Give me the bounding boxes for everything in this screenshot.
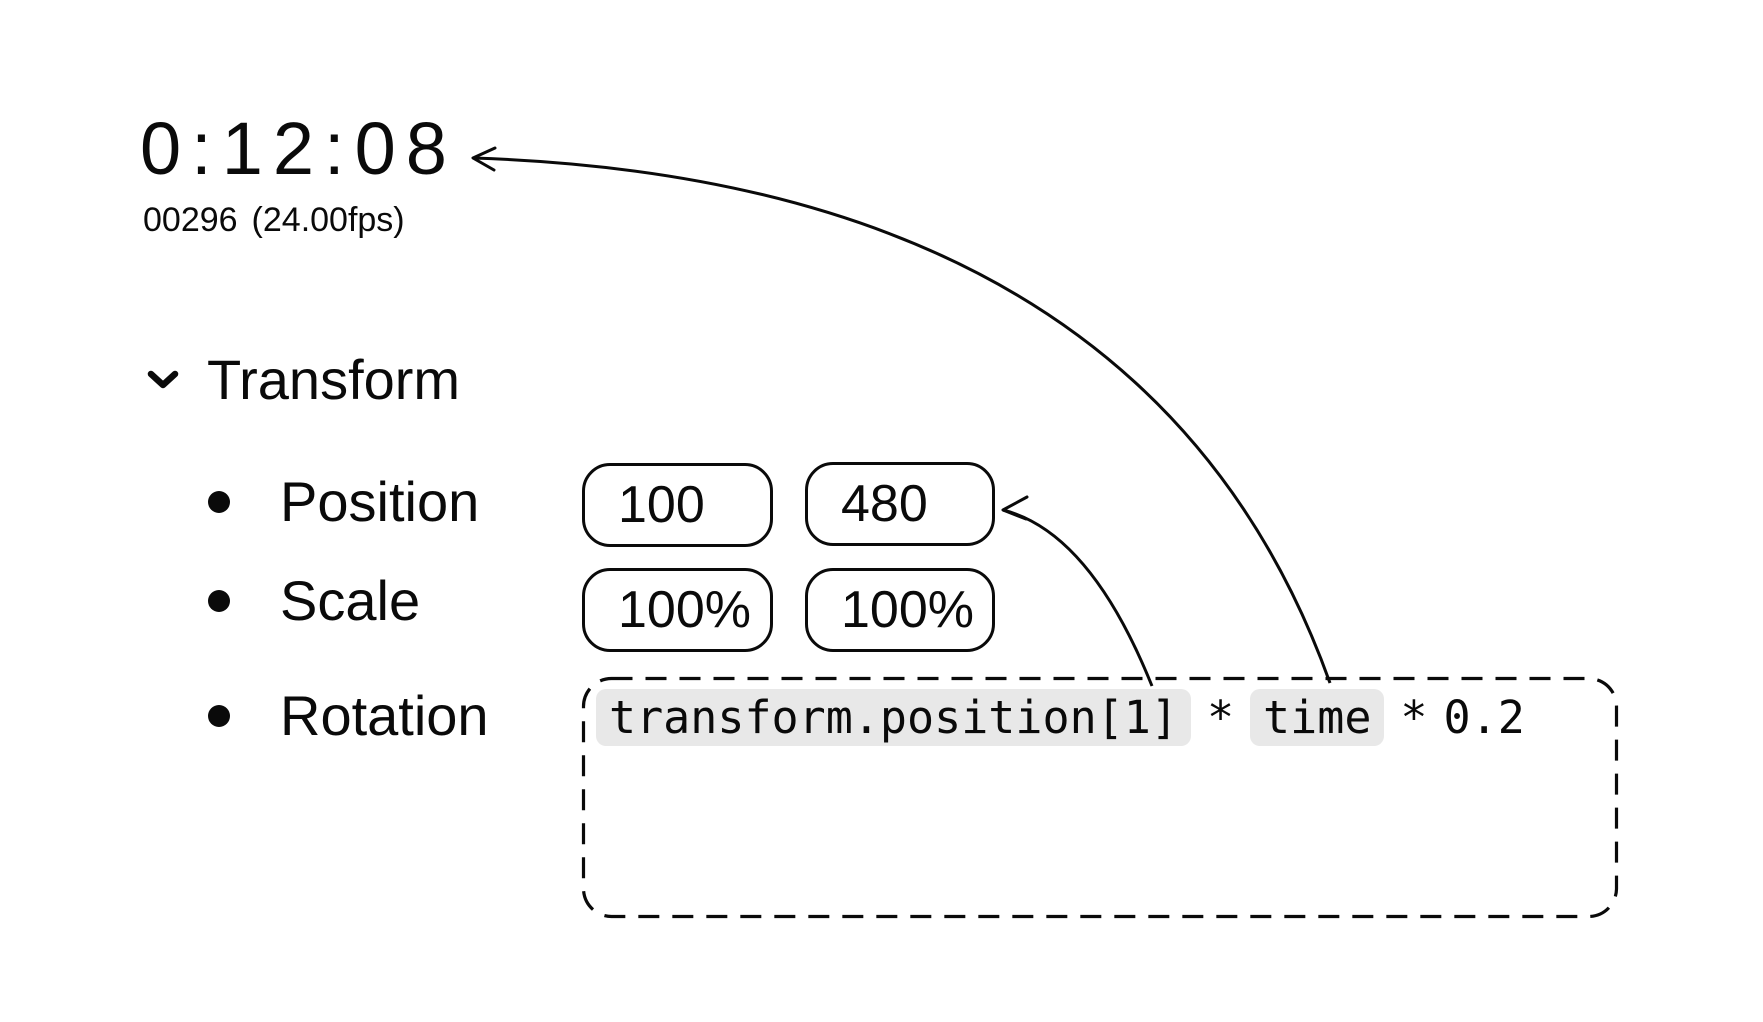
- position-y-value-field[interactable]: 480: [805, 462, 995, 546]
- scale-x-value-field[interactable]: 100%: [582, 568, 773, 652]
- transform-group-title: Transform: [207, 348, 461, 411]
- arrowhead-position-value: [1003, 497, 1027, 519]
- property-row-position: Position: [208, 474, 479, 530]
- bullet-icon: [208, 491, 230, 513]
- frame-info: 00296 (24.00fps): [143, 203, 405, 237]
- bullet-icon: [208, 705, 230, 727]
- chevron-down-icon[interactable]: [146, 369, 180, 391]
- expression-operator-multiply: *: [1206, 691, 1235, 744]
- expression-token-position-index[interactable]: transform.position[1]: [596, 689, 1191, 746]
- transform-header: Transform: [146, 352, 460, 408]
- expression-operator-multiply-2: *: [1400, 691, 1428, 744]
- scale-y-value-field[interactable]: 100%: [805, 568, 995, 652]
- property-row-rotation: Rotation: [208, 688, 489, 744]
- property-label-scale: Scale: [280, 569, 421, 632]
- frame-rate: (24.00fps): [251, 201, 405, 239]
- expression-literal-number: 0.2: [1443, 691, 1525, 744]
- timecode-display[interactable]: 0:12:08: [140, 107, 457, 190]
- expression-row: transform.position[1] * time * 0.2: [596, 689, 1525, 746]
- property-row-scale: Scale: [208, 573, 420, 629]
- frame-number: 00296: [143, 201, 238, 239]
- position-x-value-field[interactable]: 100: [582, 463, 773, 547]
- expression-input[interactable]: transform.position[1] * time * 0.2: [582, 677, 1618, 918]
- arrow-position-to-value: [1003, 510, 1152, 686]
- expression-token-time[interactable]: time: [1250, 689, 1385, 746]
- property-label-position: Position: [280, 470, 480, 533]
- property-label-rotation: Rotation: [280, 684, 489, 747]
- bullet-icon: [208, 590, 230, 612]
- arrowhead-timecode: [473, 148, 495, 170]
